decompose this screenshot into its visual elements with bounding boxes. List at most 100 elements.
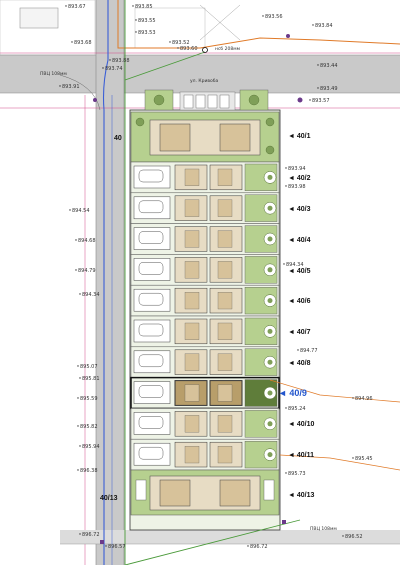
lot-row: [130, 376, 280, 410]
elevation-point: [317, 87, 319, 89]
lot-label: ◄ 40/11: [288, 452, 314, 459]
elevation-marks: 893.55893.53893.52893.60893.56893.67893.…: [59, 4, 373, 550]
elevation-label: 894.79: [78, 268, 96, 274]
elevation-point: [317, 64, 319, 66]
elevation-point: [65, 5, 67, 7]
elevation-label: 893.57: [312, 98, 330, 104]
survey-node: [100, 540, 104, 544]
lot-number-left: 40/13: [100, 495, 118, 502]
elevation-point: [342, 535, 344, 537]
road-curve: [59, 74, 101, 111]
gas-line: [117, 0, 400, 49]
elevation-label: 893.56: [265, 14, 283, 20]
elevation-label: 893.94: [288, 166, 306, 172]
lot-row: [130, 192, 280, 224]
survey-node: [297, 97, 303, 103]
elevation-label: 893.52: [172, 40, 190, 46]
lot-label: ◄ 40/5: [288, 268, 311, 275]
elevation-label: 895.73: [288, 471, 306, 477]
elevation-point: [109, 59, 111, 61]
garden: [244, 225, 278, 253]
road-diagonal: [199, 4, 241, 41]
elevation-point: [285, 167, 287, 169]
elevation-point: [352, 397, 354, 399]
elevation-label: 894.96: [355, 396, 373, 402]
survey-node: [202, 47, 208, 53]
elevation-label: 895.24: [288, 406, 306, 412]
cable-label-left: ПВЦ 108мм: [40, 71, 67, 77]
elevation-point: [247, 545, 249, 547]
elevation-point: [309, 99, 311, 101]
elevation-label: 895.45: [355, 456, 373, 462]
elevation-point: [177, 47, 179, 49]
elevation-point: [77, 425, 79, 427]
car: [138, 446, 164, 460]
elevation-label: 893.88: [112, 58, 130, 64]
elevation-point: [285, 185, 287, 187]
elevation-label: 893.60: [180, 46, 198, 52]
elevation-point: [297, 349, 299, 351]
elevation-point: [169, 41, 171, 43]
elevation-point: [59, 85, 61, 87]
elevation-point: [352, 457, 354, 459]
garden: [244, 256, 278, 284]
lot-row: [130, 408, 280, 440]
elevation-label: 893.68: [74, 40, 92, 46]
lot-label: ◄ 40/3: [288, 206, 311, 213]
elevation-point: [262, 15, 264, 17]
elevation-point: [75, 239, 77, 241]
cable-label-top: нсб 208мм: [215, 46, 240, 52]
elevation-label: 894.77: [300, 348, 318, 354]
elevation-point: [132, 5, 134, 7]
parking-top: [144, 89, 269, 111]
elevation-label: 896.57: [108, 544, 126, 550]
survey-node: [282, 520, 286, 524]
lot-labels: ◄ 40/1◄ 40/2◄ 40/3◄ 40/4◄ 40/5◄ 40/6◄ 40…: [278, 133, 314, 499]
lot-row: [130, 284, 280, 317]
street-vertical: [96, 0, 124, 565]
lot-label: ◄ 40/9: [278, 388, 307, 398]
elevation-label: 894.54: [72, 208, 90, 214]
gas-line-branch-2: [279, 454, 400, 471]
building-top-left: [19, 7, 59, 29]
survey-node: [286, 34, 290, 38]
car: [138, 354, 164, 368]
elevation-label: 895.94: [82, 444, 100, 450]
elevation-label: 894.34: [82, 292, 100, 298]
elevation-point: [71, 41, 73, 43]
elevation-label: 894.34: [286, 262, 304, 268]
sewer-line: [124, 0, 301, 565]
elevation-point: [285, 407, 287, 409]
elevation-label: 893.84: [315, 23, 333, 29]
elevation-label: 893.98: [288, 184, 306, 190]
elevation-point: [77, 397, 79, 399]
elevation-label: 896.38: [80, 468, 98, 474]
elevation-label: 893.55: [138, 18, 156, 24]
elevation-point: [312, 24, 314, 26]
car: [138, 416, 164, 429]
elevation-label: 893.74: [105, 66, 123, 72]
elevation-point: [69, 209, 71, 211]
elevation-label: 893.91: [62, 84, 80, 90]
elevation-point: [285, 472, 287, 474]
car: [138, 323, 164, 337]
lot-label: ◄ 40/10: [288, 421, 314, 428]
elevation-label: 896.72: [82, 532, 100, 538]
elevation-point: [79, 293, 81, 295]
elevation-point: [283, 263, 285, 265]
elevation-label: 894.68: [78, 238, 96, 244]
car: [138, 169, 164, 183]
elevation-label: 896.72: [250, 544, 268, 550]
street-name: ул. Кривоба: [190, 78, 219, 84]
elevation-label: 893.44: [320, 63, 338, 69]
lot-row: [130, 346, 280, 378]
lot-cluster-bottom: [130, 469, 280, 516]
car: [138, 385, 164, 398]
elevation-label: 895.82: [80, 424, 98, 430]
street-horizontal: [0, 55, 400, 93]
lot-number-top: 40: [114, 135, 122, 142]
lot-label: ◄ 40/1: [288, 133, 311, 140]
lot-label: ◄ 40/13: [288, 492, 314, 499]
